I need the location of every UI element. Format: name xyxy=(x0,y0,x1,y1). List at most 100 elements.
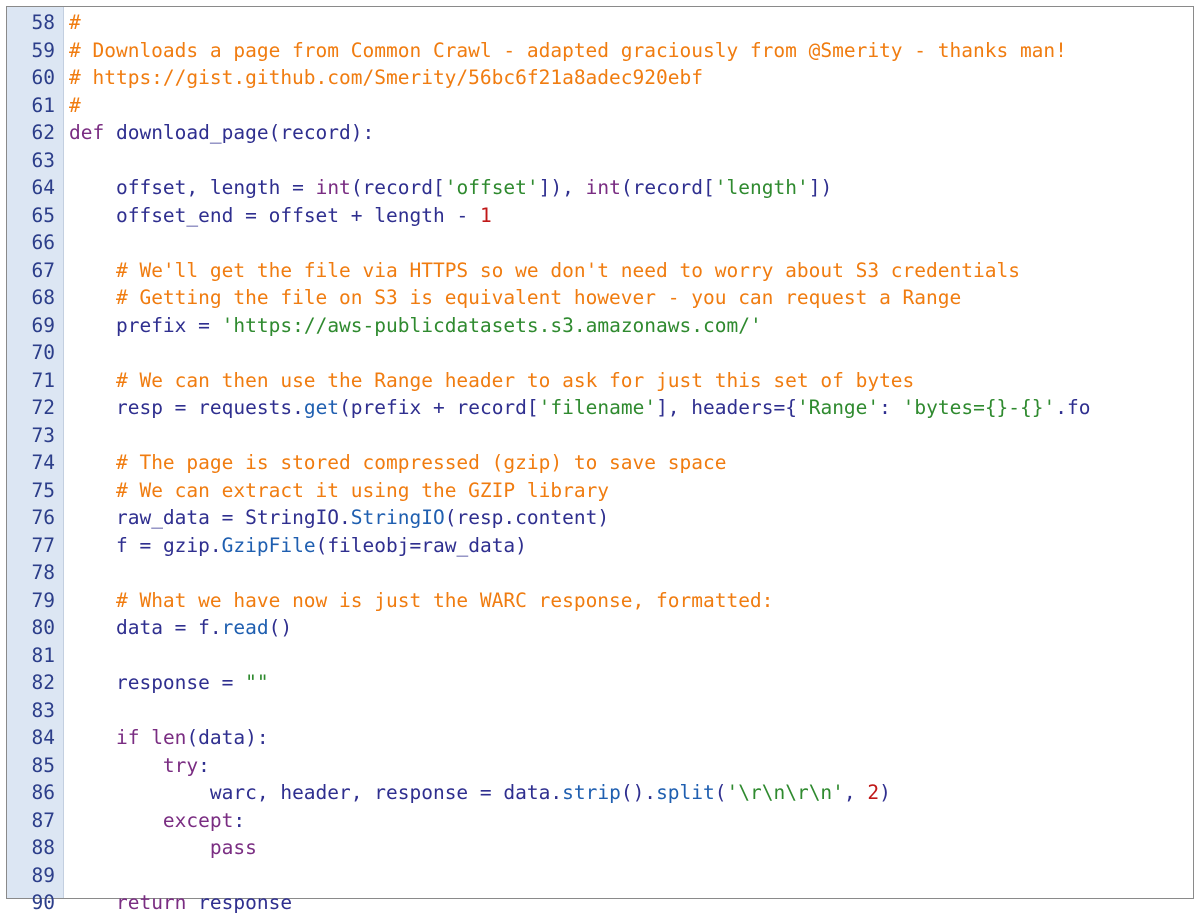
line-number: 77 xyxy=(31,533,55,557)
code-token xyxy=(304,176,316,199)
code-text: return response xyxy=(69,889,292,917)
code-token: length xyxy=(362,203,457,227)
line-number: 89 xyxy=(31,863,55,887)
code-line[interactable]: 63 xyxy=(7,147,1193,175)
code-token: 'filename' xyxy=(538,396,657,419)
code-token: = xyxy=(221,671,234,694)
code-line[interactable]: 67 # We'll get the file via HTTPS so we … xyxy=(7,257,1193,285)
code-token: download_page xyxy=(115,121,269,144)
code-token: (resp.content) xyxy=(444,506,610,529)
code-line[interactable]: 60 # https://gist.github.com/Smerity/56bc… xyxy=(7,64,1193,92)
code-text: if len(data): xyxy=(69,724,269,752)
code-token: # We can then use the Range header to as… xyxy=(115,368,915,392)
line-number: 80 xyxy=(31,616,55,639)
code-token: ]) xyxy=(808,176,833,199)
line-number: 58 xyxy=(31,11,55,34)
code-token: raw_data xyxy=(115,506,222,529)
code-token: offset_end xyxy=(115,203,246,227)
code-token: resp xyxy=(115,396,175,419)
code-token: StringIO xyxy=(350,506,445,529)
code-token: = xyxy=(139,533,152,557)
code-text: # Downloads a page from Common Crawl - a… xyxy=(69,37,1067,65)
code-token: read xyxy=(221,616,269,639)
code-text: data = f.read() xyxy=(69,614,292,642)
code-line[interactable]: 83 xyxy=(7,697,1193,725)
code-line[interactable]: 65 offset_end = offset + length - 1 xyxy=(7,202,1193,230)
code-line[interactable]: 70 xyxy=(7,339,1193,367)
code-line[interactable]: 87 except: xyxy=(7,807,1193,835)
code-line[interactable]: 81 xyxy=(7,642,1193,670)
code-token xyxy=(468,204,480,227)
code-token: pass xyxy=(209,836,257,859)
line-number: 60 xyxy=(31,66,55,89)
code-token: return xyxy=(115,891,187,914)
code-text: prefix = 'https://aws-publicdatasets.s3.… xyxy=(69,312,762,340)
code-line[interactable]: 78 xyxy=(7,559,1193,587)
code-line[interactable]: 64 offset, length = int(record['offset']… xyxy=(7,174,1193,202)
code-token: = xyxy=(174,396,187,419)
code-line[interactable]: 80 data = f.read() xyxy=(7,614,1193,642)
code-text: f = gzip.GzipFile(fileobj=raw_data) xyxy=(69,532,527,560)
line-number: 83 xyxy=(31,698,55,722)
line-number: 86 xyxy=(31,781,55,804)
code-line[interactable]: 90 return response xyxy=(7,889,1193,917)
code-text: # The page is stored compressed (gzip) t… xyxy=(69,449,726,477)
code-token: ) xyxy=(879,781,891,804)
code-line[interactable]: 68 # Getting the file on S3 is equivalen… xyxy=(7,284,1193,312)
code-text: # xyxy=(69,9,81,37)
code-text: resp = requests.get(prefix + record['fil… xyxy=(69,394,1091,422)
code-token: prefix xyxy=(115,313,199,337)
code-token: : xyxy=(879,396,903,419)
code-line[interactable]: 71 # We can then use the Range header to… xyxy=(7,367,1193,395)
line-number: 59 xyxy=(31,38,55,62)
line-number: 64 xyxy=(31,176,55,199)
code-token: = xyxy=(292,176,304,199)
code-token: int xyxy=(315,176,351,199)
code-line[interactable]: 73 xyxy=(7,422,1193,450)
code-token: # Downloads a page from Common Crawl - a… xyxy=(69,38,1067,62)
code-token: if xyxy=(115,726,152,749)
code-line[interactable]: 69 prefix = 'https://aws-publicdatasets.… xyxy=(7,312,1193,340)
code-line[interactable]: 72 resp = requests.get(prefix + record['… xyxy=(7,394,1193,422)
code-text: except: xyxy=(69,807,245,835)
code-token: response xyxy=(186,891,293,914)
code-token: GzipFile xyxy=(221,533,316,557)
code-line[interactable]: 88 pass xyxy=(7,834,1193,862)
code-line[interactable]: 74 # The page is stored compressed (gzip… xyxy=(7,449,1193,477)
code-editor[interactable]: 58 #59 # Downloads a page from Common Craw… xyxy=(6,6,1194,914)
code-text: # https://gist.github.com/Smerity/56bc6f… xyxy=(69,64,703,92)
code-line[interactable]: 58 # xyxy=(7,9,1193,37)
code-token: '\r\n\r\n' xyxy=(726,781,844,804)
line-number: 70 xyxy=(31,341,55,364)
code-token: (). xyxy=(620,781,657,804)
code-lines: 58 #59 # Downloads a page from Common Craw… xyxy=(7,9,1193,917)
code-token: , xyxy=(843,781,868,804)
code-line[interactable]: 61# xyxy=(7,92,1193,120)
code-line[interactable]: 75 # We can extract it using the GZIP li… xyxy=(7,477,1193,505)
code-line[interactable]: 89 xyxy=(7,862,1193,890)
code-token: split xyxy=(656,781,715,804)
code-token: offset xyxy=(256,203,351,227)
code-token: : xyxy=(233,808,246,832)
code-text: # We can extract it using the GZIP libra… xyxy=(69,477,609,505)
code-line[interactable]: 66 xyxy=(7,229,1193,257)
code-token: f. xyxy=(186,616,222,639)
code-line[interactable]: 59 # Downloads a page from Common Crawl -… xyxy=(7,37,1193,65)
line-number: 62 xyxy=(31,121,55,144)
code-token: # We can extract it using the GZIP libra… xyxy=(115,478,610,502)
code-text: response = "" xyxy=(69,669,269,697)
code-token: (fileobj xyxy=(315,533,410,557)
code-token: 'offset' xyxy=(444,176,539,199)
code-line[interactable]: 82 response = "" xyxy=(7,669,1193,697)
code-line[interactable]: 86 warc, header, response = data.strip()… xyxy=(7,779,1193,807)
code-token: f xyxy=(115,533,140,557)
code-line[interactable]: 79 # What we have now is just the WARC r… xyxy=(7,587,1193,615)
code-token: 2 xyxy=(867,781,880,804)
code-line[interactable]: 76 raw_data = StringIO.StringIO(resp.con… xyxy=(7,504,1193,532)
line-number: 84 xyxy=(31,726,55,749)
code-line[interactable]: 77 f = gzip.GzipFile(fileobj=raw_data) xyxy=(7,532,1193,560)
code-token: # We'll get the file via HTTPS so we don… xyxy=(115,258,1020,282)
code-line[interactable]: 85 try: xyxy=(7,752,1193,780)
code-line[interactable]: 84 if len(data): xyxy=(7,724,1193,752)
